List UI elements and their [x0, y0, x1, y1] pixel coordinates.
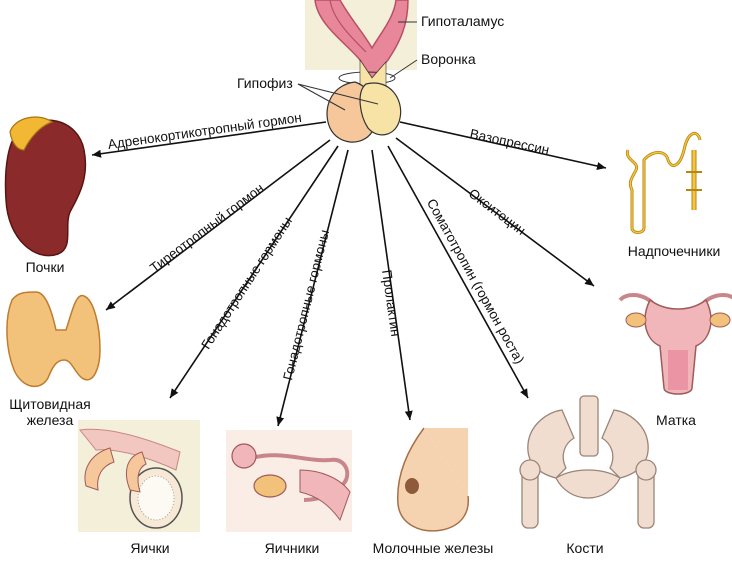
hypothalamus-label: Гипоталамус [421, 13, 505, 29]
arrow-to-kidneys [91, 121, 327, 158]
pelvis-bones-illustration [519, 395, 657, 529]
mammary-gland-illustration [397, 427, 470, 532]
posterior-lobe [359, 82, 402, 136]
arrow-to-ovaries [276, 149, 349, 427]
hormone-arrows [91, 121, 607, 427]
adrenals-label: Надпочечники [627, 243, 721, 259]
testes-illustration [78, 420, 200, 532]
ovaries-label: Яичники [264, 540, 320, 556]
infundibulum-label: Воронка [421, 51, 476, 67]
pituitary-gland-illustration [297, 21, 418, 143]
arrow-to-bones [387, 145, 529, 399]
arrow-to-thyroid [105, 139, 331, 311]
mammary-label: Молочные железы [372, 540, 494, 556]
kidney-illustration [4, 116, 87, 257]
arrow-to-adrenals [399, 121, 607, 170]
thyroid-label-line2: железа [26, 412, 74, 428]
adrenal-illustration [625, 132, 702, 234]
uterus-label: Матка [656, 412, 696, 428]
thyroid-illustration [6, 291, 101, 388]
testes-label: Яички [130, 540, 170, 556]
brain-section-illustration [305, 0, 417, 80]
kidneys-label: Почки [25, 259, 65, 275]
bones-label: Кости [566, 540, 604, 556]
arrow-to-testes [169, 145, 339, 399]
pituitary-label: Гипофиз [237, 75, 293, 91]
arrow-to-uterus [395, 137, 595, 287]
arrow-to-mammary [371, 149, 413, 421]
thyroid-label-line1: Щитовидная [9, 396, 91, 412]
uterus-illustration [618, 292, 732, 395]
ovaries-illustration [226, 430, 352, 532]
